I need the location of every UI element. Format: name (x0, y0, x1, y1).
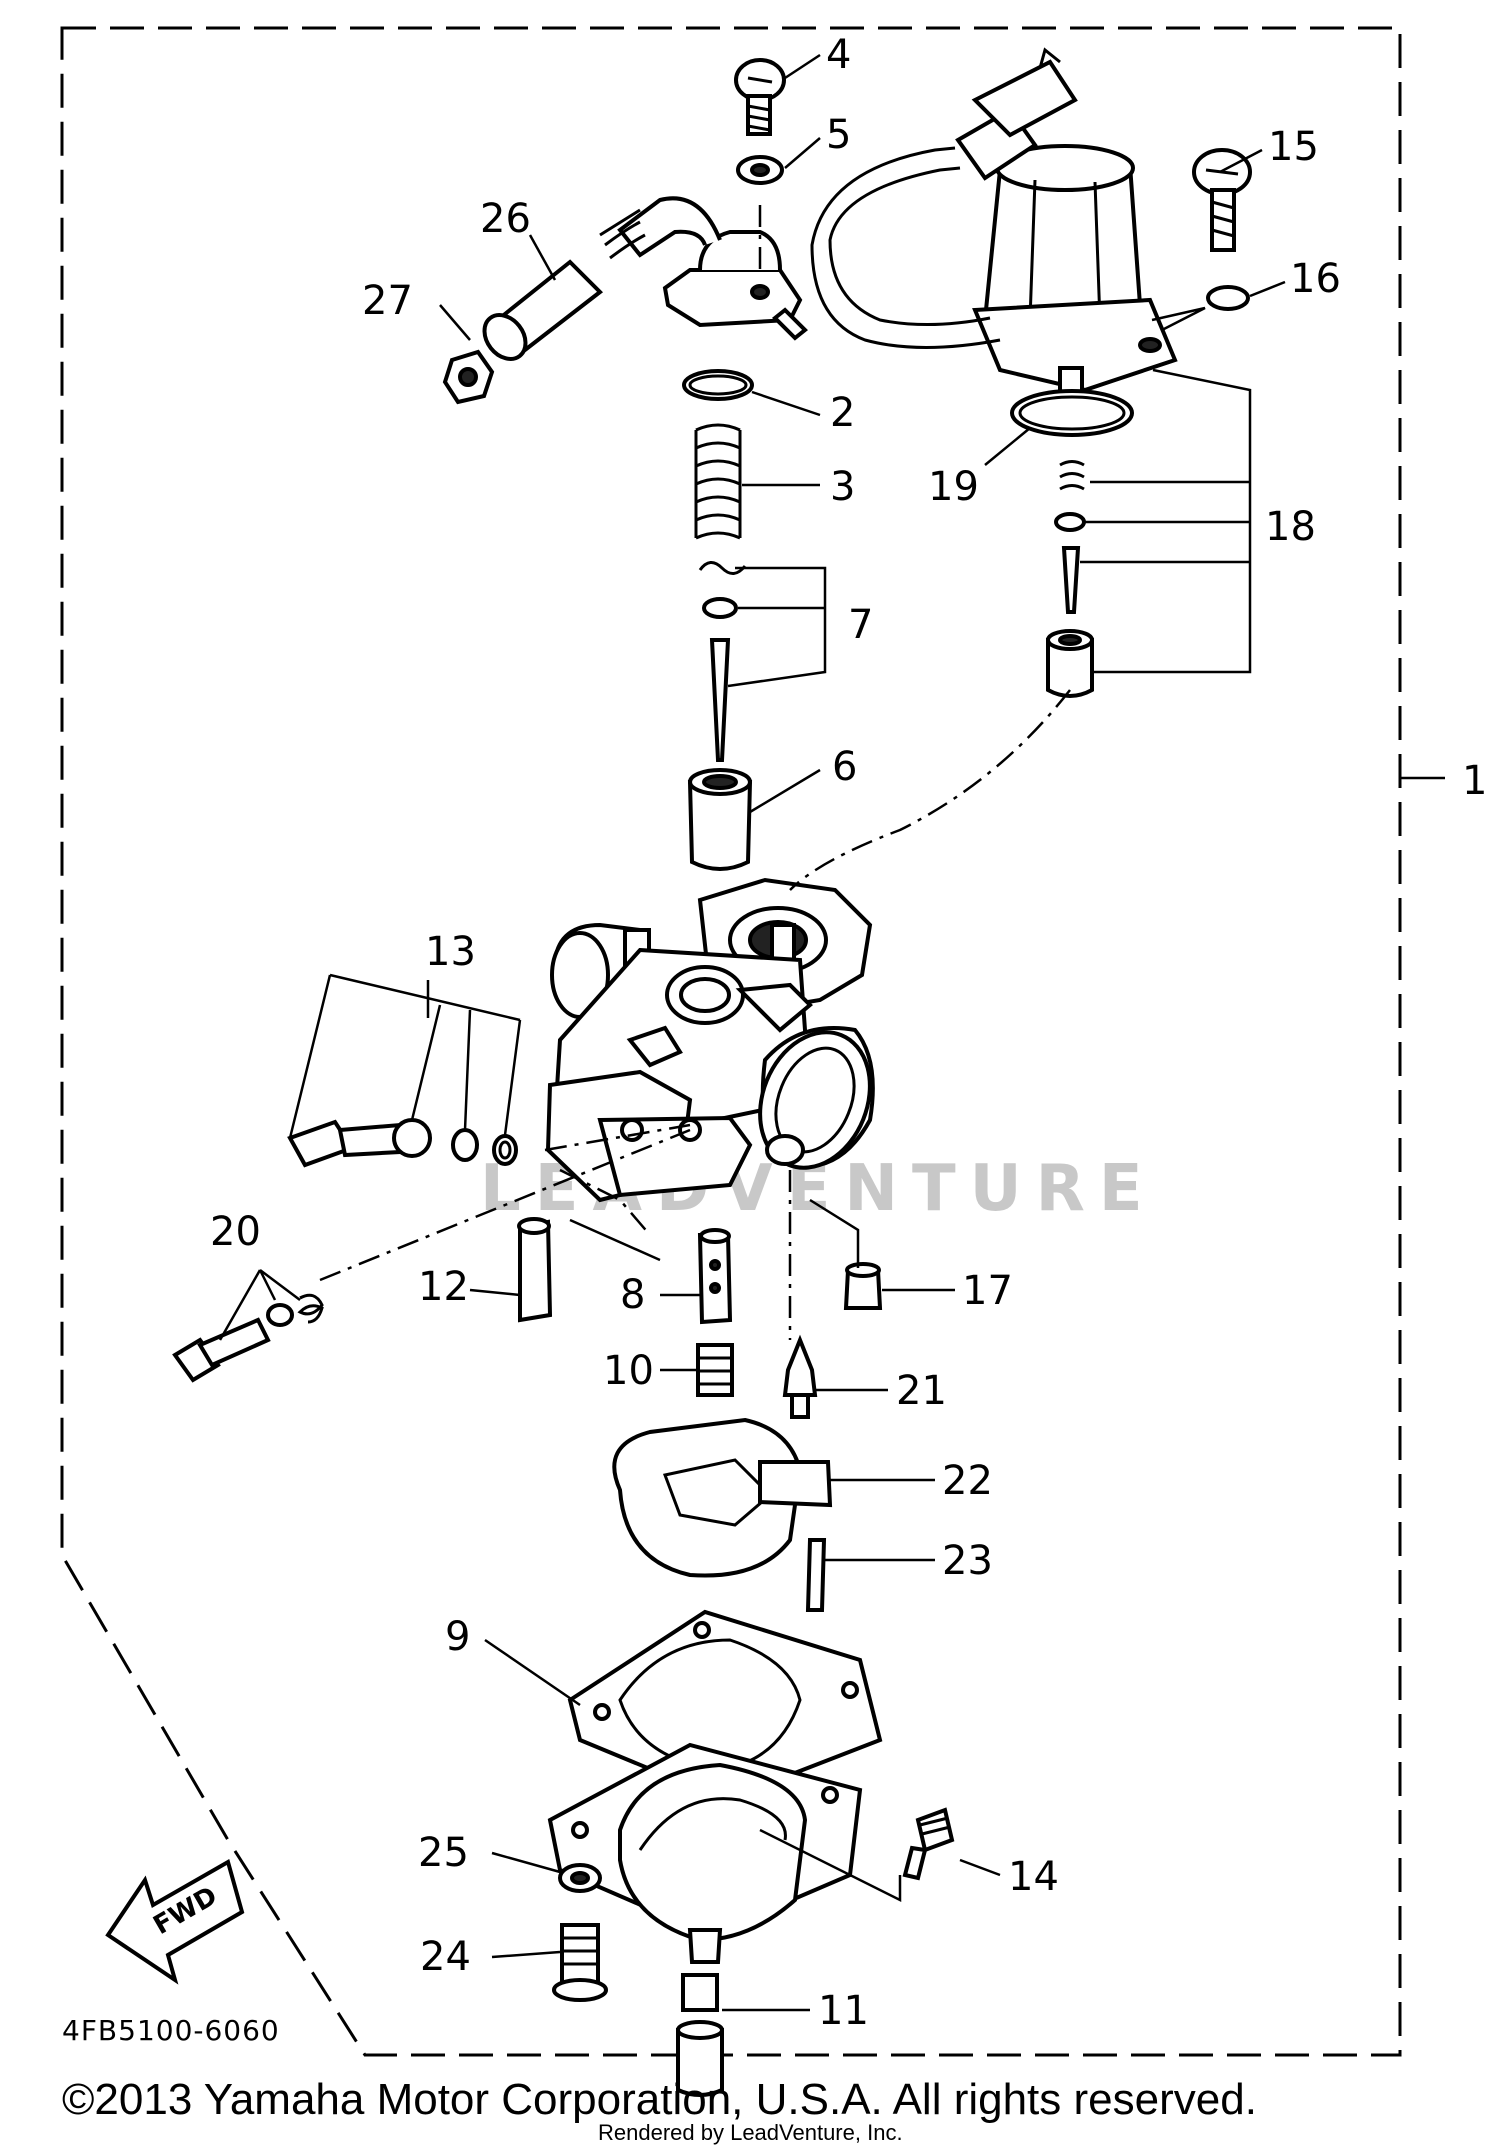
part-float (612, 1417, 833, 1612)
callout-4: 4 (826, 32, 851, 78)
part-sleeve-nut (442, 259, 604, 405)
rendered-by: Rendered by LeadVenture, Inc. (598, 2120, 903, 2145)
callout-10: 10 (603, 1348, 654, 1394)
callout-3: 3 (830, 464, 855, 510)
part-float-bowl (547, 1742, 863, 1964)
callout-11: 11 (818, 1988, 869, 2034)
callout-9: 9 (445, 1614, 470, 1660)
part-cap-assembly (599, 58, 808, 341)
callout-12: 12 (418, 1264, 469, 1310)
callout-22: 22 (942, 1458, 993, 1504)
callout-16: 16 (1290, 256, 1341, 302)
drawing-code: 4FB5100-6060 (62, 2014, 280, 2047)
callout-8: 8 (620, 1272, 645, 1318)
callout-26: 26 (480, 196, 531, 242)
callout-18: 18 (1265, 504, 1316, 550)
part-throttle-valve (687, 768, 753, 871)
callout-19: 19 (928, 464, 979, 510)
callout-6: 6 (832, 744, 857, 790)
part-screw-washer (1192, 148, 1252, 311)
part-pilot-screw-set (287, 1118, 518, 1168)
callout-5: 5 (826, 112, 851, 158)
part-carburetor-body (545, 877, 875, 1203)
callout-20: 20 (210, 1209, 261, 1255)
callout-2: 2 (830, 390, 855, 436)
callout-27: 27 (362, 278, 413, 324)
callout-1: 1 (1462, 758, 1487, 804)
assembly-boundary (60, 26, 1402, 2057)
callout-15: 15 (1268, 124, 1319, 170)
part-oring-spring (682, 369, 754, 540)
part-plunger-set (1010, 389, 1134, 698)
part-needle-clip (698, 561, 747, 762)
part-jets (517, 1217, 883, 1419)
callout-17: 17 (962, 1268, 1013, 1314)
callout-labels: 1 2 3 4 5 6 7 8 9 10 11 12 13 14 15 16 1… (210, 32, 1487, 2034)
callout-7: 7 (848, 602, 873, 648)
callout-25: 25 (418, 1830, 469, 1876)
callout-21: 21 (896, 1368, 947, 1414)
part-throttle-stop-screw (172, 1293, 324, 1383)
part-bowl-hardware (552, 1807, 955, 2097)
leader-lines (218, 53, 1286, 2012)
fwd-arrow-icon: FWD (105, 1858, 245, 1985)
callout-14: 14 (1008, 1854, 1059, 1900)
callout-24: 24 (420, 1934, 471, 1980)
assembly-lines (319, 205, 1071, 1340)
part-auto-choke (810, 47, 1178, 398)
copyright-notice: ©2013 Yamaha Motor Corporation, U.S.A. A… (62, 2075, 1257, 2124)
callout-23: 23 (942, 1538, 993, 1584)
callout-13: 13 (425, 929, 476, 975)
